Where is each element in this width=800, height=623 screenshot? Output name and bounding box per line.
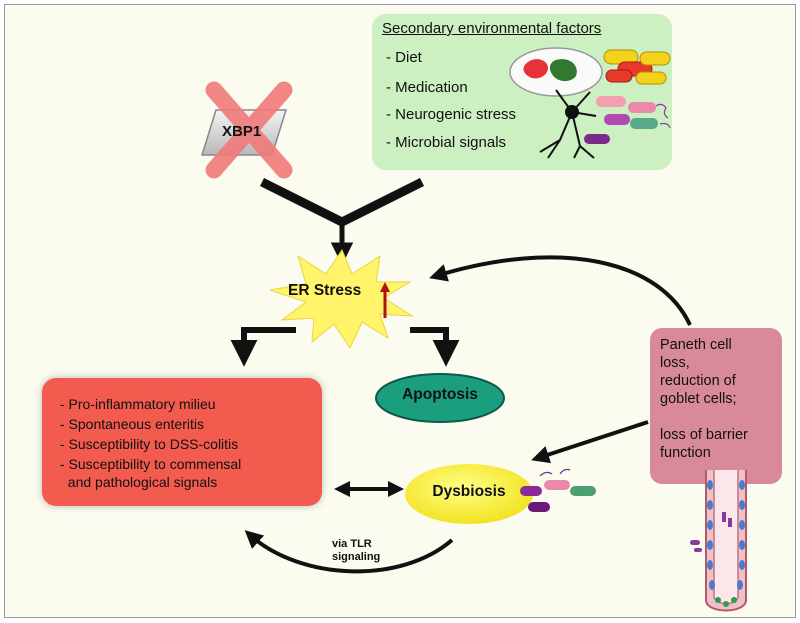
y-merge-connector bbox=[259, 177, 425, 265]
tlr-signaling-arrow bbox=[244, 530, 454, 574]
inflammation-item: - Pro-inflammatory milieu bbox=[60, 396, 216, 412]
environment-pictogram bbox=[509, 47, 671, 159]
dysbiosis-label: Dysbiosis bbox=[432, 483, 506, 500]
er-stress-burst bbox=[269, 248, 414, 350]
up-arrow-icon bbox=[380, 282, 390, 292]
bacteria-icon bbox=[584, 96, 671, 144]
inflammation-item: and pathological signals bbox=[60, 474, 218, 490]
env-item-diet: - Diet bbox=[386, 49, 422, 66]
vegetable-icon bbox=[549, 59, 577, 82]
er-stress-label: ER Stress bbox=[288, 282, 362, 299]
intestinal-crypt-icon bbox=[690, 470, 747, 612]
xbp1-knockout-icon bbox=[200, 81, 293, 179]
environmental-factors-title: Secondary environmental factors bbox=[382, 20, 602, 37]
inflammation-item: - Susceptibility to commensal bbox=[60, 456, 242, 472]
inflammation-item: - Susceptibility to DSS-colitis bbox=[60, 436, 239, 452]
neuron-icon bbox=[539, 89, 597, 159]
er-to-inflammation-arrow bbox=[230, 327, 296, 367]
dysbiosis-bacteria-icon bbox=[520, 468, 596, 512]
paneth-to-er-arrow bbox=[429, 255, 692, 326]
inflammation-item: - Spontaneous enteritis bbox=[60, 416, 204, 432]
meat-icon bbox=[523, 59, 548, 79]
apoptosis-label: Apoptosis bbox=[402, 386, 478, 403]
xbp1-label: XBP1 bbox=[222, 123, 262, 140]
env-item-neurogenic-stress: - Neurogenic stress bbox=[386, 106, 517, 123]
env-item-microbial-signals: - Microbial signals bbox=[386, 134, 507, 151]
pills-icon bbox=[603, 49, 671, 85]
environmental-factors-box bbox=[372, 14, 672, 170]
tlr-signaling-label: via TLR signaling bbox=[332, 538, 381, 563]
er-to-apoptosis-arrow bbox=[410, 327, 460, 367]
inflammation-outcomes-box bbox=[42, 378, 322, 506]
paneth-cell-box bbox=[650, 328, 782, 484]
paneth-cell-text: Paneth cell loss, reduction of goblet ce… bbox=[660, 337, 748, 461]
paneth-to-dysbiosis-arrow bbox=[531, 420, 649, 464]
env-item-medication: - Medication bbox=[386, 79, 468, 96]
dysbiosis-ellipse bbox=[405, 464, 533, 524]
apoptosis-ellipse bbox=[375, 373, 505, 423]
